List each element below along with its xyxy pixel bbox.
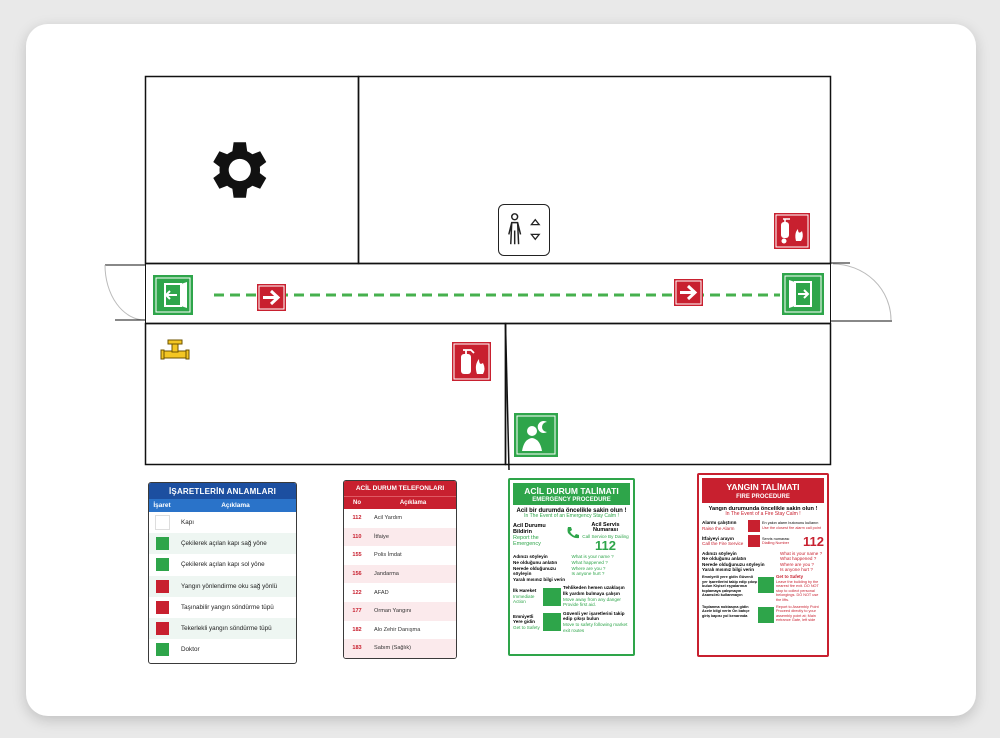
- legend-title: İŞARETLERİN ANLAMLARI: [149, 483, 296, 499]
- exit-door-right-icon: [155, 537, 169, 551]
- phone-icon: [565, 525, 581, 541]
- phones-header: No Açıklama: [344, 496, 456, 509]
- door-left-swing: [104, 264, 146, 321]
- emergency-header: ACİL DURUM TALİMATI EMERGENCY PROCEDURE: [513, 483, 630, 505]
- room-lower-right: [504, 322, 832, 466]
- wheeled-extinguisher-icon: [774, 213, 810, 249]
- door-right-swing: [831, 262, 892, 322]
- running-exit-icon: [758, 576, 774, 593]
- valve-icon: [160, 339, 190, 360]
- list-item: Taşınabilir yangın söndürme tüpü: [149, 597, 296, 618]
- list-item: Çekilerek açılan kapı sağ yöne: [149, 533, 296, 555]
- fire-header: YANGIN TALİMATI FIRE PROCEDURE: [702, 478, 824, 503]
- legend-panel: İŞARETLERİN ANLAMLARI İşaret Açıklama Ka…: [148, 482, 297, 664]
- fire-procedure-panel: YANGIN TALİMATI FIRE PROCEDURE Yangın du…: [697, 473, 829, 657]
- arrow-right-icon: [674, 279, 703, 306]
- legend-header: İşaret Açıklama: [149, 499, 296, 512]
- arrow-right-icon: [257, 284, 286, 311]
- list-item: Yangın yönlendirme oku sağ yönlü: [149, 575, 296, 597]
- elevator-icon: [498, 204, 550, 256]
- room-upper-right: [357, 75, 832, 265]
- fire-alarm-icon: [748, 519, 760, 532]
- exit-door-left-icon: [155, 558, 169, 572]
- phones-title: ACİL DURUM TELEFONLARI: [344, 481, 456, 496]
- running-exit-icon: [543, 612, 561, 631]
- legend-rows: Kapı Çekilerek açılan kapı sağ yöne Çeki…: [149, 512, 296, 660]
- fire-extinguisher-icon: [155, 600, 169, 614]
- exit-door-right-icon: [782, 273, 824, 315]
- assembly-point-icon: [758, 606, 774, 623]
- doctor-icon: [514, 413, 558, 457]
- doctor-icon: [155, 643, 169, 657]
- list-item: Kapı: [149, 512, 296, 533]
- door-icon: [154, 515, 170, 531]
- phone-icon: [748, 535, 760, 548]
- fire-extinguisher-icon: [452, 342, 491, 381]
- wheeled-extinguisher-icon: [155, 622, 169, 636]
- first-aid-icon: [543, 587, 561, 606]
- list-item: Çekilerek açılan kapı sol yöne: [149, 554, 296, 575]
- arrow-right-icon: [155, 579, 169, 593]
- exit-door-left-icon: [153, 275, 193, 315]
- emergency-procedure-panel: ACİL DURUM TALİMATI EMERGENCY PROCEDURE …: [508, 478, 635, 656]
- gear-icon: [213, 142, 267, 198]
- list-item: Tekerlekli yangın söndürme tüpü: [149, 617, 296, 640]
- list-item: Doktor: [149, 639, 296, 660]
